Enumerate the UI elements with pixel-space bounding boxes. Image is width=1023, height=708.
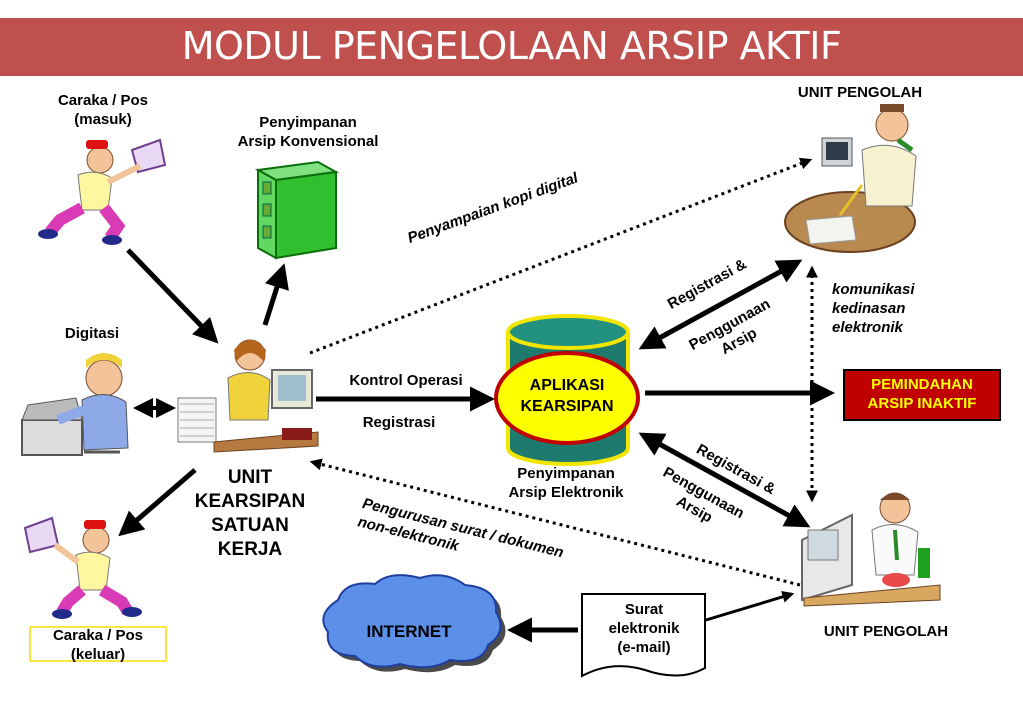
caraka-keluar-icon	[23, 516, 142, 619]
arrow-registrasi-bottom	[638, 432, 811, 528]
unit-pengolah-top-label: UNIT PENGOLAH	[797, 84, 923, 101]
internet-label: INTERNET	[366, 622, 452, 641]
arrow-unit-to-penyimpanan	[262, 263, 289, 326]
arrow-caraka-to-unit	[126, 248, 219, 344]
caraka-keluar-box	[29, 626, 167, 662]
pemindahan-label: PEMINDAHAN ARSIP INAKTIF	[867, 376, 977, 412]
internet-cloud-icon	[322, 574, 506, 673]
title-bar	[0, 18, 1023, 76]
filing-cabinet-icon	[254, 160, 340, 260]
caraka-masuk-icon	[38, 138, 167, 245]
unit-pengolah-bottom-label: UNIT PENGOLAH	[823, 623, 949, 640]
surat-elektronik-label: Surat elektronik (e-mail)	[608, 601, 680, 656]
aplikasi-ellipse	[494, 351, 640, 445]
komunikasi-label: komunikasi kedinasan elektronik	[832, 281, 915, 336]
arrow-penyampaian-kopi	[309, 157, 813, 355]
kontrol-operasi-label: Kontrol Operasi	[349, 372, 463, 389]
unit-pengolah-top-icon	[784, 104, 917, 253]
unit-kearsipan-label: UNIT KEARSIPAN SATUAN KERJA	[194, 467, 306, 560]
page-title: MODUL PENGELOLAAN ARSIP AKTIF	[181, 24, 842, 68]
penyimpanan-elektronik-label: Penyimpanan Arsip Elektronik	[508, 465, 624, 501]
registrasi-label: Registrasi	[362, 414, 436, 431]
penyimpanan-konvensional-label: Penyimpanan Arsip Konvensional	[237, 114, 379, 150]
arrow-registrasi-top	[638, 259, 803, 350]
unit-kearsipan-person-icon	[177, 339, 319, 453]
pemindahan-box	[843, 369, 1001, 421]
caraka-keluar-label: Caraka / Pos (keluar)	[52, 627, 144, 663]
unit-pengolah-bottom-icon	[801, 492, 941, 607]
arrow-unit-to-caraka-keluar	[118, 468, 197, 537]
email-document-icon	[581, 593, 706, 678]
aplikasi-kearsipan-label: APLIKASI KEARSIPAN	[520, 377, 614, 415]
caraka-masuk-label: Caraka / Pos (masuk)	[57, 92, 149, 128]
arrow-email-from-pengolah	[705, 591, 795, 622]
digitasi-label: Digitasi	[64, 325, 120, 342]
digitasi-person-icon	[21, 353, 129, 456]
